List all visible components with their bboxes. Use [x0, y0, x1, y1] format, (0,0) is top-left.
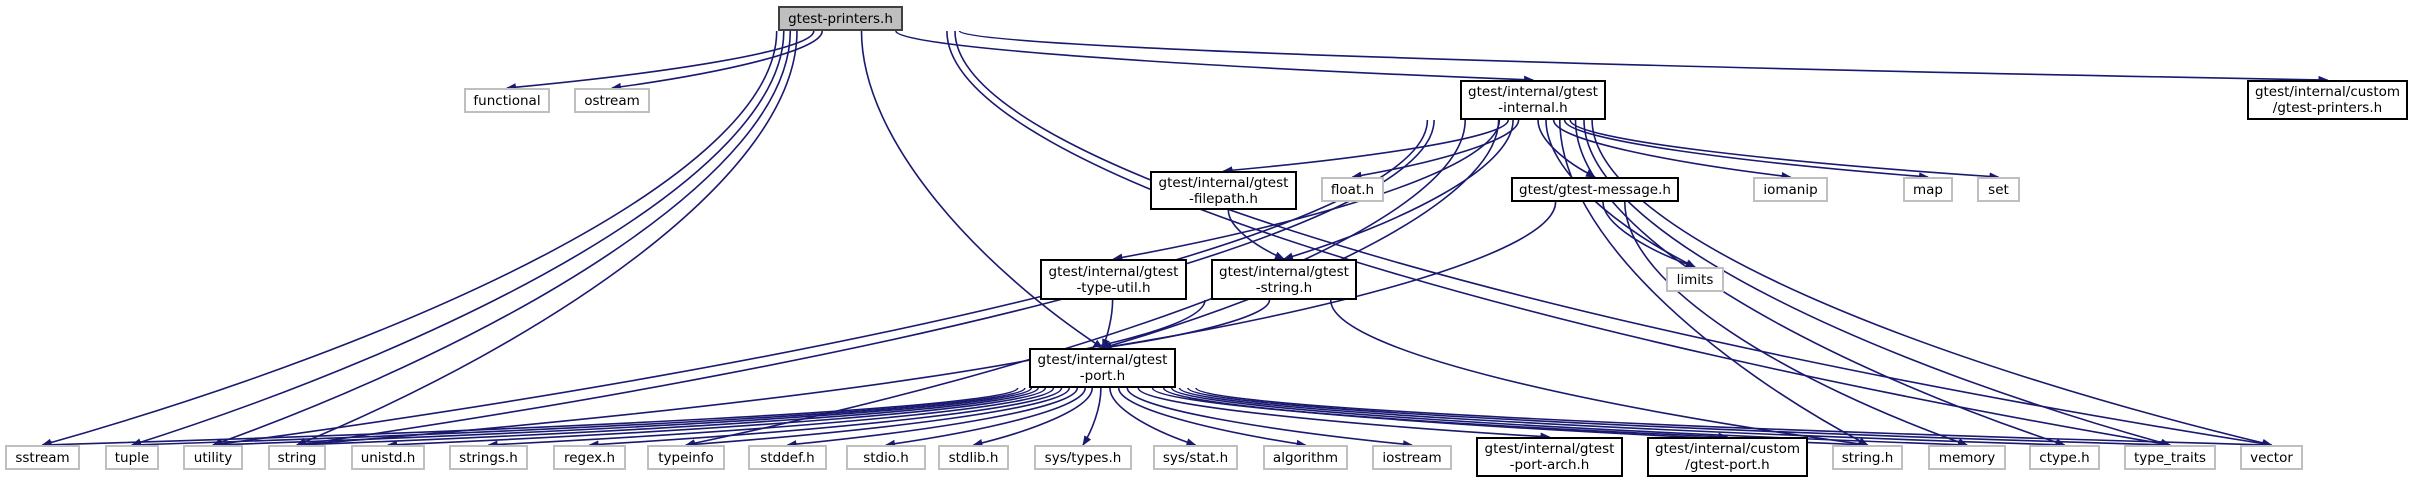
edge-internal-to-gstring: [1283, 119, 1514, 261]
edge-printers-to-port: [860, 30, 1104, 349]
edges-layer: [41, 30, 2329, 449]
edge-port-to-iostream: [1126, 387, 1413, 449]
edge-internal-to-stringh: [1559, 119, 1869, 446]
node-gtest-message-h[interactable]: gtest/gtest-message.h: [1511, 177, 1679, 202]
edge-printers-to-functional: [506, 30, 815, 92]
edge-port-to-stdlib: [972, 387, 1093, 447]
node-limits: limits: [1666, 267, 1724, 292]
node-regex-h: regex.h: [553, 445, 626, 470]
node-set: set: [1977, 177, 2020, 202]
edge-typeutil-to-port: [1101, 299, 1114, 349]
edge-internal-to-map: [1563, 119, 1929, 181]
edge-internal-to-message: [1537, 119, 1596, 178]
edge-port-to-utility: [212, 387, 1033, 449]
node-functional: functional: [464, 88, 550, 113]
edge-port-to-strings: [487, 387, 1055, 449]
edge-internal-to-float: [1351, 119, 1520, 180]
node-utility: utility: [183, 445, 243, 470]
edge-port-to-algorithm: [1117, 387, 1307, 448]
node-vector: vector: [2240, 445, 2303, 470]
node-string: string: [268, 445, 326, 470]
edge-printers-to-ostream: [611, 30, 823, 91]
edge-printers-to-typetraits: [946, 30, 2171, 448]
edge-internal-to-set: [1569, 119, 2000, 181]
edge-message-to-memory: [1624, 201, 1968, 446]
edge-port-to-tuple: [131, 387, 1026, 449]
edge-port-to-stdio: [885, 387, 1086, 448]
edge-printers-to-customprint: [958, 30, 2329, 84]
edge-printers-to-sstream: [41, 30, 778, 447]
node-gtest-type-util-h[interactable]: gtest/internal/gtest -type-util.h: [1040, 259, 1187, 300]
node-gtest-internal-h[interactable]: gtest/internal/gtest -internal.h: [1460, 80, 1606, 120]
edge-port-to-regex: [588, 387, 1063, 449]
edge-gstring-to-port: [1101, 299, 1271, 351]
node-iomanip: iomanip: [1753, 177, 1828, 202]
edge-message-to-limits: [1602, 201, 1696, 268]
node-map: map: [1903, 177, 1953, 202]
node-ctype-h: ctype.h: [2029, 445, 2100, 470]
node-typeinfo: typeinfo: [647, 445, 725, 470]
node-stdlib-h: stdlib.h: [938, 445, 1009, 470]
edge-printers-to-utility: [212, 30, 792, 446]
edge-printers-to-internal: [895, 30, 1534, 84]
edge-gstring-to-string: [296, 299, 1206, 449]
node-gtest-port-h[interactable]: gtest/internal/gtest -port.h: [1029, 348, 1176, 388]
edge-printers-to-string: [296, 30, 798, 446]
node-stddef-h: stddef.h: [748, 445, 827, 470]
node-unistd-h: unistd.h: [351, 445, 425, 470]
edge-filepath-to-gstring: [1227, 209, 1285, 260]
edge-port-to-stddef: [786, 387, 1079, 449]
node-stdio-h: stdio.h: [846, 445, 926, 470]
node-string-h: string.h: [1832, 445, 1903, 470]
node-sys-stat-h: sys/stat.h: [1153, 445, 1238, 470]
edge-port-to-ctype: [1178, 387, 2066, 449]
edge-port-to-sysstat: [1109, 387, 1197, 446]
edge-printers-to-vector: [954, 30, 2273, 448]
edge-port-to-vector: [1195, 387, 2273, 449]
edge-port-to-sstream: [41, 387, 1019, 449]
node-gtest-port-arch-h[interactable]: gtest/internal/gtest -port-arch.h: [1476, 437, 1623, 477]
edge-internal-to-filepath: [1222, 119, 1509, 175]
edge-port-to-string: [296, 387, 1039, 449]
edge-internal-to-typetraits: [1583, 119, 2171, 447]
node-ostream: ostream: [574, 88, 650, 113]
edge-internal-to-vector: [1591, 119, 2273, 447]
node-gtest-filepath-h[interactable]: gtest/internal/gtest -filepath.h: [1150, 171, 1297, 210]
node-sstream: sstream: [5, 445, 80, 470]
node-tuple: tuple: [105, 445, 159, 470]
node-custom-gtest-printers-h[interactable]: gtest/internal/custom /gtest-printers.h: [2247, 80, 2408, 120]
node-algorithm: algorithm: [1263, 445, 1348, 470]
node-type-traits: type_traits: [2124, 445, 2216, 470]
node-sys-types-h: sys/types.h: [1034, 445, 1132, 470]
edge-port-to-portarch: [1137, 387, 1551, 441]
node-custom-gtest-port-h[interactable]: gtest/internal/custom /gtest-port.h: [1647, 437, 1808, 477]
edge-port-to-typeinfo: [685, 387, 1070, 449]
node-strings-h: strings.h: [449, 445, 528, 470]
edge-internal-to-port: [1101, 119, 1500, 350]
node-gtest-string-h[interactable]: gtest/internal/gtest -string.h: [1211, 259, 1357, 300]
node-gtest-printers-h: gtest-printers.h: [778, 6, 903, 31]
node-memory: memory: [1928, 445, 2006, 470]
node-iostream: iostream: [1372, 445, 1452, 470]
node-float-h: float.h: [1321, 177, 1384, 202]
edge-port-to-systypes: [1082, 387, 1102, 446]
edge-internal-to-ctype: [1574, 119, 2066, 446]
edge-port-to-typetraits: [1187, 387, 2171, 449]
edge-printers-to-tuple: [131, 30, 785, 447]
edge-port-to-unistd: [387, 387, 1047, 449]
